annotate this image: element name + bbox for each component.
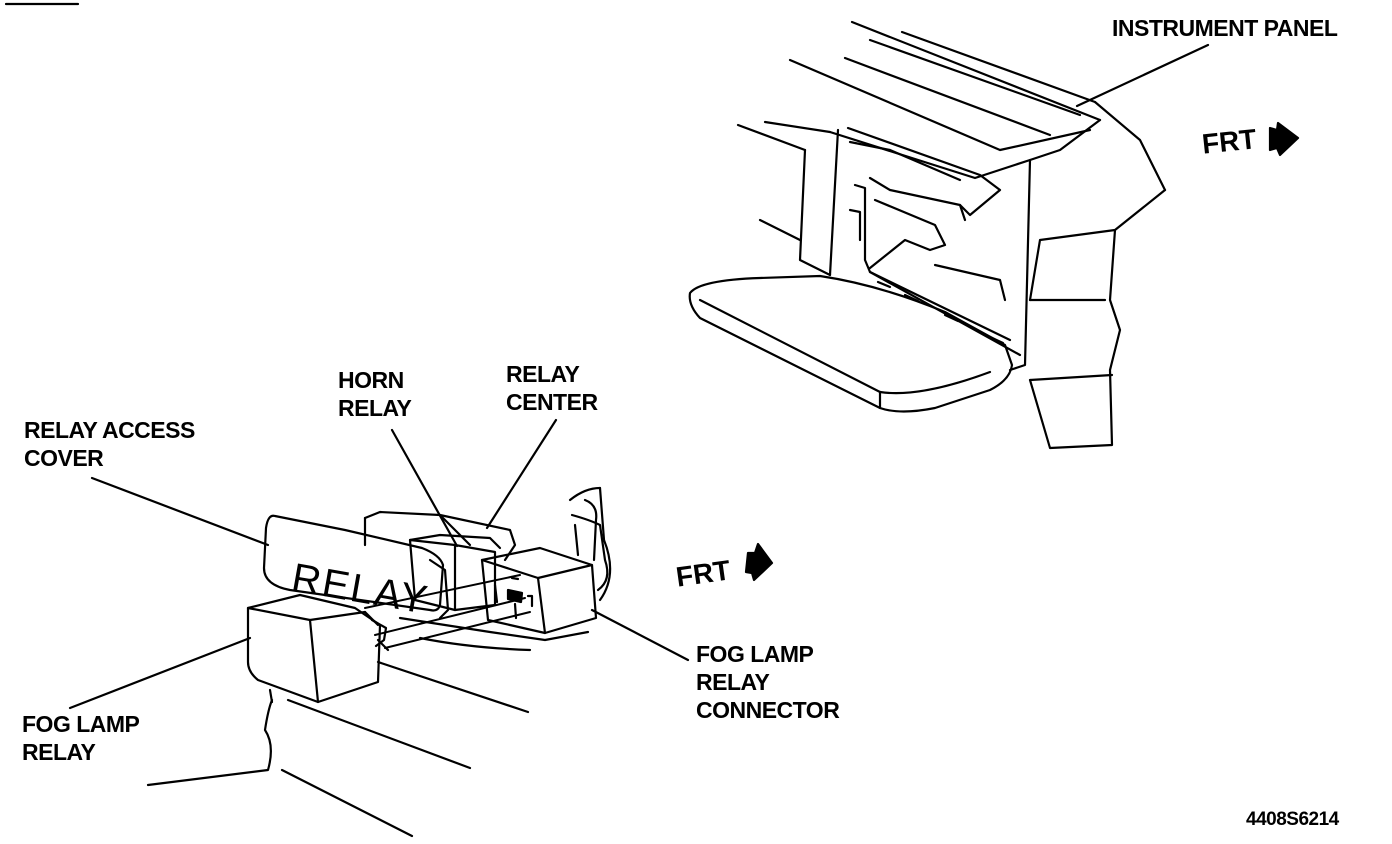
- frt-arrow-mid-icon: [744, 542, 774, 582]
- label-instrument-panel: INSTRUMENT PANEL: [1112, 14, 1338, 42]
- label-fog-lamp-relay: FOG LAMP RELAY: [22, 710, 140, 766]
- label-frt-top: FRT: [1200, 123, 1258, 160]
- label-fog-lamp-relay-line-1: FOG LAMP: [22, 711, 140, 737]
- leader-relay-center: [485, 418, 558, 530]
- label-relay-center-line-1: RELAY: [506, 361, 580, 387]
- leader-relay-access-cover: [90, 476, 270, 547]
- leader-fog-lamp-relay: [68, 636, 252, 710]
- label-fog-lamp-relay-connector-line-1: FOG LAMP: [696, 641, 814, 667]
- label-horn-relay: HORN RELAY: [338, 366, 412, 422]
- label-fog-lamp-relay-connector-line-2: RELAY: [696, 669, 770, 695]
- label-fog-lamp-relay-connector-line-3: CONNECTOR: [696, 697, 840, 723]
- label-horn-relay-line-1: HORN: [338, 367, 404, 393]
- relay-center-drawing: [146, 486, 612, 838]
- leader-horn-relay: [390, 428, 459, 548]
- label-relay-access-cover-line-1: RELAY ACCESS: [24, 417, 195, 443]
- instrument-panel-drawing: [688, 20, 1167, 450]
- label-relay-access-cover-line-2: COVER: [24, 445, 104, 471]
- label-relay-center: RELAY CENTER: [506, 360, 598, 416]
- figure-code-text: 4408S6214: [1246, 809, 1339, 830]
- figure-code: 4408S6214: [1246, 806, 1339, 834]
- frt-arrow-top-icon: [1268, 121, 1300, 157]
- label-frt-top-text: FRT: [1200, 123, 1258, 160]
- label-relay-access-cover: RELAY ACCESS COVER: [24, 416, 195, 472]
- label-relay-center-line-2: CENTER: [506, 389, 598, 415]
- leader-fog-lamp-relay-connector: [590, 608, 690, 662]
- label-fog-lamp-relay-connector: FOG LAMP RELAY CONNECTOR: [696, 640, 840, 724]
- label-horn-relay-line-2: RELAY: [338, 395, 412, 421]
- leader-instrument-panel: [1075, 43, 1210, 108]
- label-instrument-panel-text: INSTRUMENT PANEL: [1112, 15, 1338, 41]
- label-fog-lamp-relay-line-2: RELAY: [22, 739, 96, 765]
